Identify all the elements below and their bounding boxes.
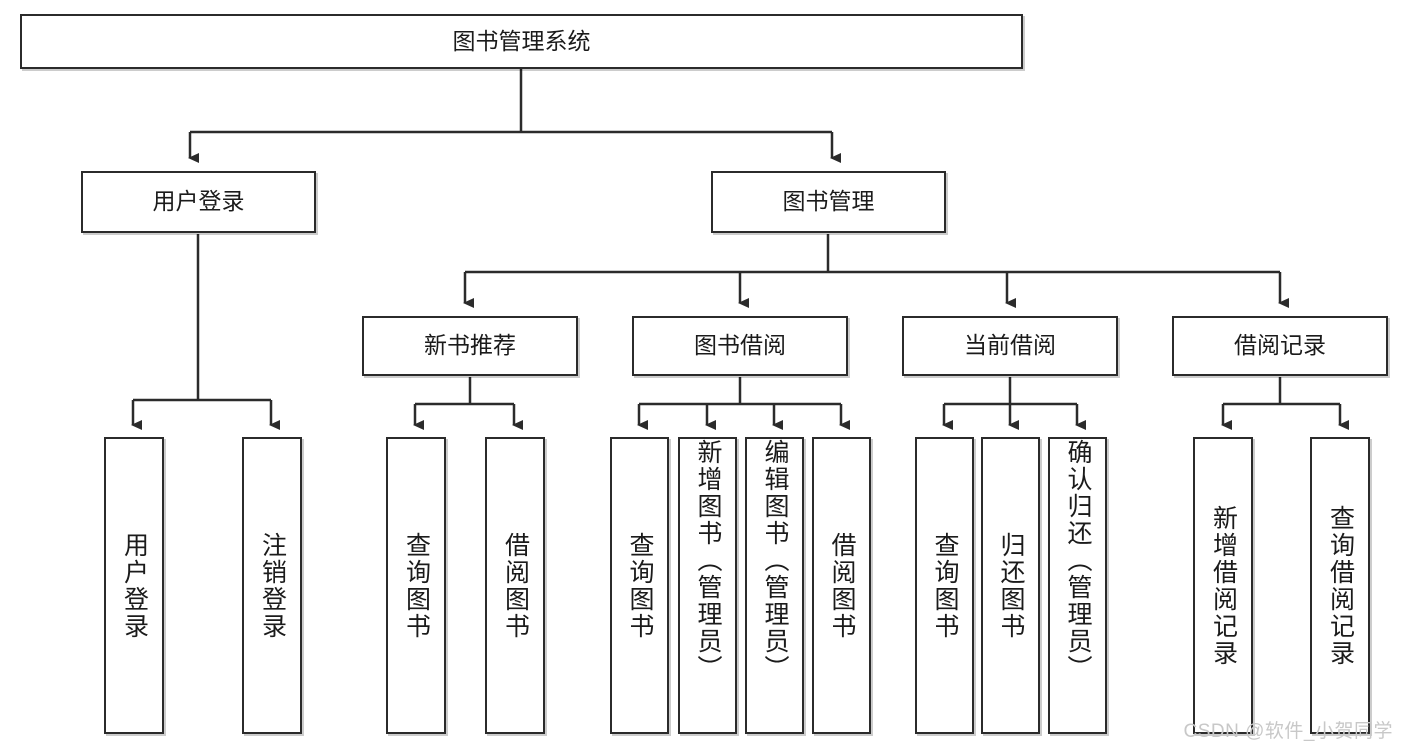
leaf-book-borrow-edit[interactable]: 编辑图书（管理员） xyxy=(745,437,804,734)
node-book-management-label: 图书管理 xyxy=(782,188,875,215)
node-borrow-record[interactable]: 借阅记录 xyxy=(1172,316,1388,376)
leaf-user-login-login-label: 用户登录 xyxy=(120,531,149,640)
node-book-borrow[interactable]: 图书借阅 xyxy=(632,316,848,376)
leaf-current-borrow-confirm[interactable]: 确认归还（管理员） xyxy=(1048,437,1107,734)
node-book-management[interactable]: 图书管理 xyxy=(711,171,946,233)
node-user-login-label: 用户登录 xyxy=(152,188,245,215)
leaf-book-borrow-add-label: 新增图书（管理员） xyxy=(694,439,722,682)
node-borrow-record-label: 借阅记录 xyxy=(1234,332,1326,359)
leaf-book-borrow-borrow-label: 借阅图书 xyxy=(828,531,856,640)
leaf-new-book-borrow[interactable]: 借阅图书 xyxy=(485,437,545,734)
node-new-book-recommend-label: 新书推荐 xyxy=(424,332,516,359)
leaf-new-book-borrow-label: 借阅图书 xyxy=(501,531,530,640)
node-root[interactable]: 图书管理系统 xyxy=(20,14,1023,69)
leaf-book-borrow-borrow[interactable]: 借阅图书 xyxy=(812,437,871,734)
leaf-borrow-record-add[interactable]: 新增借阅记录 xyxy=(1193,437,1253,734)
node-root-label: 图书管理系统 xyxy=(452,27,591,54)
leaf-book-borrow-edit-label: 编辑图书（管理员） xyxy=(761,439,789,682)
leaf-new-book-query[interactable]: 查询图书 xyxy=(386,437,446,734)
leaf-current-borrow-query[interactable]: 查询图书 xyxy=(915,437,974,734)
leaf-current-borrow-confirm-label: 确认归还（管理员） xyxy=(1064,439,1092,682)
leaf-user-login-login[interactable]: 用户登录 xyxy=(104,437,164,734)
leaf-book-borrow-add[interactable]: 新增图书（管理员） xyxy=(678,437,737,734)
leaf-book-borrow-query-label: 查询图书 xyxy=(626,531,654,640)
leaf-borrow-record-query-label: 查询借阅记录 xyxy=(1326,504,1355,667)
node-new-book-recommend[interactable]: 新书推荐 xyxy=(362,316,578,376)
node-current-borrow[interactable]: 当前借阅 xyxy=(902,316,1118,376)
leaf-user-login-logout[interactable]: 注销登录 xyxy=(242,437,302,734)
leaf-current-borrow-return[interactable]: 归还图书 xyxy=(981,437,1040,734)
node-book-borrow-label: 图书借阅 xyxy=(694,332,786,359)
watermark: CSDN @软件_小贺同学 xyxy=(1183,721,1393,742)
leaf-borrow-record-add-label: 新增借阅记录 xyxy=(1209,504,1238,667)
leaf-current-borrow-return-label: 归还图书 xyxy=(997,531,1025,640)
leaf-borrow-record-query[interactable]: 查询借阅记录 xyxy=(1310,437,1370,734)
node-user-login[interactable]: 用户登录 xyxy=(81,171,316,233)
node-current-borrow-label: 当前借阅 xyxy=(964,332,1056,359)
leaf-book-borrow-query[interactable]: 查询图书 xyxy=(610,437,669,734)
leaf-new-book-query-label: 查询图书 xyxy=(402,531,431,640)
leaf-current-borrow-query-label: 查询图书 xyxy=(931,531,959,640)
leaf-user-login-logout-label: 注销登录 xyxy=(258,531,287,640)
